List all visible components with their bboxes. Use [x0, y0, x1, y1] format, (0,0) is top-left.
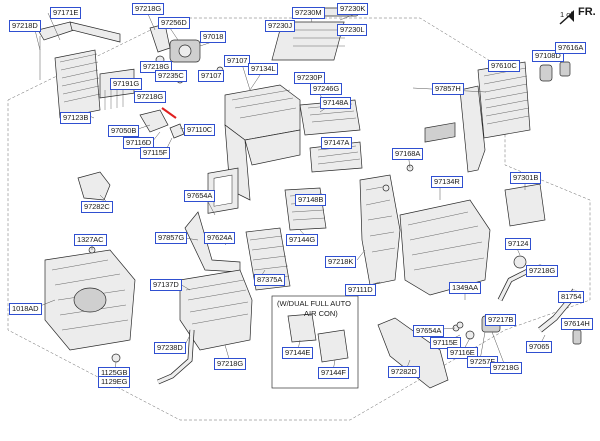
upper-case — [224, 84, 301, 201]
part-label-97134R[interactable]: 97134R — [431, 176, 463, 188]
part-label-97147A[interactable]: 97147A — [321, 137, 353, 149]
part-label-97616A[interactable]: 97616A — [555, 42, 587, 54]
lower-case — [179, 269, 253, 351]
part-label-97050B[interactable]: 97050B — [108, 125, 140, 137]
part-label-1018AD[interactable]: 1018AD — [9, 303, 42, 315]
duct-bracket — [504, 183, 546, 227]
part-label-97144G[interactable]: 97144G — [286, 234, 319, 246]
part-label-97218G-a[interactable]: 97218G — [132, 3, 165, 15]
part-label-97857G[interactable]: 97857G — [155, 232, 188, 244]
part-label-97246G[interactable]: 97246G — [310, 83, 343, 95]
part-label-97230J[interactable]: 97230J — [265, 20, 296, 32]
part-label-97107-a[interactable]: 97107 — [198, 70, 225, 82]
center-case — [359, 174, 401, 286]
small-sensor — [539, 61, 571, 82]
part-label-97144E[interactable]: 97144E — [282, 347, 314, 359]
part-label-97230P[interactable]: 97230P — [294, 72, 326, 84]
part-label-87375A[interactable]: 87375A — [254, 274, 286, 286]
part-label-97134L[interactable]: 97134L — [248, 63, 279, 75]
part-label-81754[interactable]: 81754 — [558, 291, 585, 303]
page-indicator: 1 of — [560, 10, 573, 19]
part-label-97282C[interactable]: 97282C — [81, 201, 113, 213]
part-label-97230M[interactable]: 97230M — [292, 7, 325, 19]
seal-frame — [207, 167, 239, 214]
part-label-97116D[interactable]: 97116D — [123, 137, 155, 149]
part-label-97148B[interactable]: 97148B — [295, 194, 327, 206]
part-label-97115F[interactable]: 97115F — [140, 147, 171, 159]
part-label-97610C[interactable]: 97610C — [488, 60, 520, 72]
part-label-97235C[interactable]: 97235C — [155, 70, 187, 82]
part-label-97218K[interactable]: 97218K — [325, 256, 357, 268]
part-label-97018[interactable]: 97018 — [200, 31, 227, 43]
part-label-1349AA[interactable]: 1349AA — [449, 282, 482, 294]
door-linkage — [149, 23, 171, 65]
part-label-97654A-a[interactable]: 97654A — [184, 190, 216, 202]
part-label-97123B[interactable]: 97123B — [60, 112, 92, 124]
part-label-97301B[interactable]: 97301B — [510, 172, 542, 184]
blower-actuator — [77, 171, 111, 201]
lever-assembly — [139, 109, 185, 139]
part-label-97230K[interactable]: 97230K — [337, 3, 369, 15]
part-label-97218G-e[interactable]: 97218G — [214, 358, 247, 370]
part-label-97218G-f[interactable]: 97218G — [490, 362, 523, 374]
right-case — [399, 122, 491, 296]
part-label-97624A[interactable]: 97624A — [204, 232, 236, 244]
part-label-1129EG[interactable]: 1129EG — [98, 376, 131, 388]
part-label-97282D[interactable]: 97282D — [388, 366, 420, 378]
part-label-97191G[interactable]: 97191G — [110, 78, 143, 90]
grommet — [111, 353, 121, 363]
part-label-97218G-d[interactable]: 97218G — [526, 265, 559, 277]
right-side-panel — [459, 85, 486, 173]
blower-unit — [44, 249, 136, 351]
part-label-97171E[interactable]: 97171E — [50, 7, 82, 19]
part-label-97110C[interactable]: 97110C — [184, 124, 216, 136]
part-label-97137D[interactable]: 97137D — [150, 279, 182, 291]
part-label-97218D[interactable]: 97218D — [9, 20, 41, 32]
part-label-97148A[interactable]: 97148A — [320, 97, 352, 109]
part-label-97065[interactable]: 97065 — [526, 341, 553, 353]
part-label-97230L[interactable]: 97230L — [337, 24, 368, 36]
part-label-97256D[interactable]: 97256D — [158, 17, 190, 29]
note-line-1: (W/DUAL FULL AUTO — [277, 299, 351, 308]
part-label-97218G-c[interactable]: 97218G — [134, 91, 167, 103]
part-label-97111D[interactable]: 97111D — [345, 284, 376, 296]
red-arrow — [161, 107, 177, 119]
part-label-97144F[interactable]: 97144F — [318, 367, 349, 379]
duct-lower-right — [377, 317, 449, 389]
evaporator-core — [477, 61, 531, 139]
note-line-2: AIR CON) — [304, 309, 338, 318]
note-box — [271, 295, 359, 389]
part-label-97614H[interactable]: 97614H — [561, 318, 593, 330]
part-label-97654A-b[interactable]: 97654A — [413, 325, 445, 337]
part-label-1327AC[interactable]: 1327AC — [74, 234, 107, 246]
part-label-97238D[interactable]: 97238D — [154, 342, 186, 354]
page-indicator-text: 1 of — [560, 10, 573, 19]
assembly-boundary — [7, 17, 591, 421]
fr-label: FR. — [578, 6, 596, 18]
part-label-97857H[interactable]: 97857H — [432, 83, 464, 95]
part-label-97217B[interactable]: 97217B — [485, 314, 517, 326]
note-dampers — [287, 313, 349, 363]
part-label-97168A[interactable]: 97168A — [392, 148, 424, 160]
drain-hose — [157, 329, 195, 385]
actuator-motor-top — [169, 39, 201, 63]
seal-gasket — [184, 211, 241, 273]
part-label-97124[interactable]: 97124 — [505, 238, 532, 250]
heater-core — [54, 49, 101, 119]
part-label-97107-b[interactable]: 97107 — [224, 55, 251, 67]
fr-arrow-icon — [559, 10, 574, 25]
pipe-connector — [497, 267, 532, 302]
part-label-97115E[interactable]: 97115E — [430, 337, 461, 349]
